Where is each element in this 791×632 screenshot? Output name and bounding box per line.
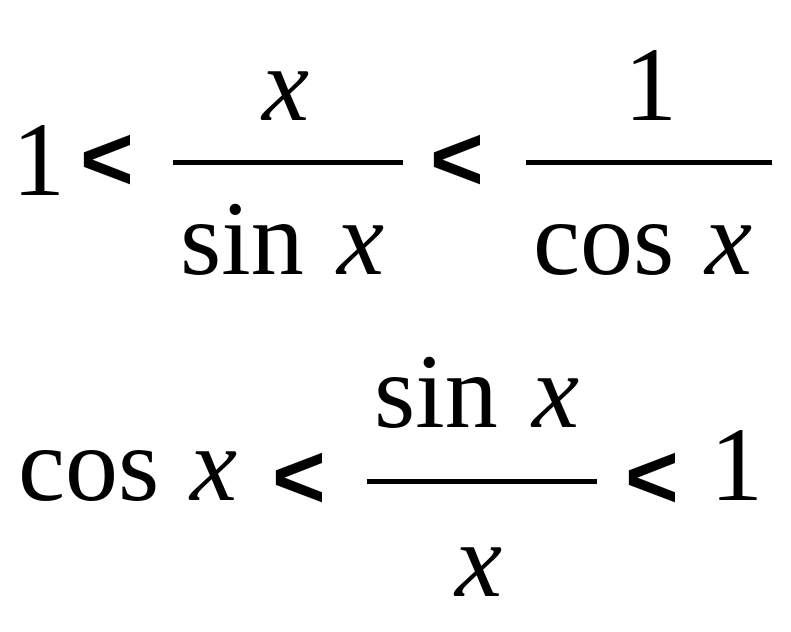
denominator-x: x xyxy=(705,180,753,297)
fraction-bar xyxy=(367,479,597,484)
less-than-sign: < xyxy=(272,426,326,528)
fraction-bar xyxy=(173,160,403,165)
denominator-x: x xyxy=(455,502,503,619)
term-cos: cos xyxy=(18,406,160,523)
denominator-x: x xyxy=(337,180,385,297)
less-than-sign: < xyxy=(625,426,679,528)
numerator-x: x xyxy=(262,26,310,143)
term-x: x xyxy=(190,406,238,523)
numerator-one: 1 xyxy=(624,26,677,143)
less-than-sign: < xyxy=(80,108,134,210)
term-one: 1 xyxy=(710,406,763,523)
fraction-bar xyxy=(526,160,772,165)
numerator-x: x xyxy=(532,333,580,450)
less-than-sign: < xyxy=(430,108,484,210)
denominator-sin: sin xyxy=(180,180,304,297)
denominator-cos: cos xyxy=(533,180,675,297)
term-one: 1 xyxy=(12,101,65,218)
numerator-sin: sin xyxy=(374,333,498,450)
